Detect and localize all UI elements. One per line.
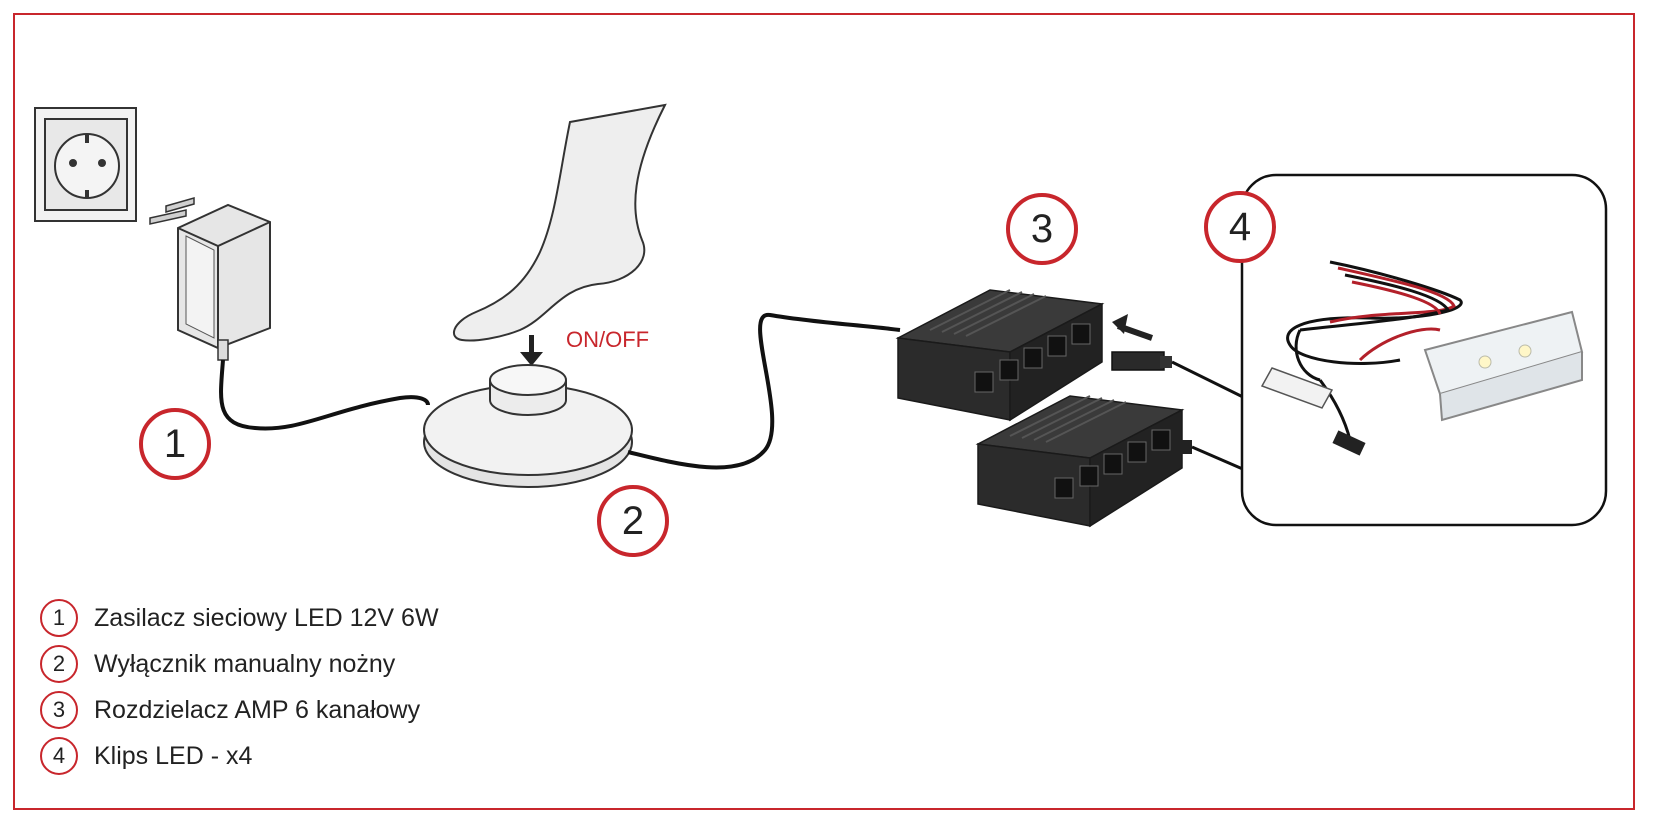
power-adapter-icon — [149, 197, 271, 361]
cable-adapter-to-switch — [219, 359, 430, 431]
cable-plug-to-clip — [1171, 360, 1246, 400]
led-clip-icon — [1260, 260, 1584, 456]
foot-switch-icon — [423, 364, 633, 488]
switch-label: ON/OFF — [566, 327, 650, 352]
legend-text: Rozdzielacz AMP 6 kanałowy — [94, 695, 421, 724]
marker-4: 4 — [1204, 191, 1276, 263]
marker-2: 2 — [597, 485, 669, 557]
cable-splitter-to-clip — [1191, 445, 1246, 472]
connector-plug-icon — [1111, 351, 1172, 371]
legend-item: 2 Wyłącznik manualny nożny — [40, 641, 439, 687]
legend-number: 3 — [40, 691, 78, 729]
legend-number: 1 — [40, 599, 78, 637]
legend-text: Wyłącznik manualny nożny — [94, 649, 396, 678]
amp-splitter-icon — [895, 289, 1105, 422]
legend-number: 2 — [40, 645, 78, 683]
cable-switch-to-splitter — [627, 313, 901, 470]
legend-item: 3 Rozdzielacz AMP 6 kanałowy — [40, 687, 439, 733]
foot-icon — [452, 103, 667, 342]
amp-splitter-secondary-icon — [975, 395, 1192, 528]
wall-socket-icon — [34, 107, 137, 222]
legend-item: 1 Zasilacz sieciowy LED 12V 6W — [40, 595, 439, 641]
legend-number: 4 — [40, 737, 78, 775]
marker-3: 3 — [1006, 193, 1078, 265]
press-down-arrow-icon — [520, 335, 543, 366]
legend-text: Zasilacz sieciowy LED 12V 6W — [94, 603, 439, 632]
legend-item: 4 Klips LED - x4 — [40, 733, 439, 779]
legend-text: Klips LED - x4 — [94, 741, 253, 770]
diagram-frame — [13, 13, 1635, 810]
marker-1: 1 — [139, 408, 211, 480]
insert-arrow-icon — [1112, 314, 1153, 341]
legend: 1 Zasilacz sieciowy LED 12V 6W 2 Wyłączn… — [40, 595, 439, 779]
